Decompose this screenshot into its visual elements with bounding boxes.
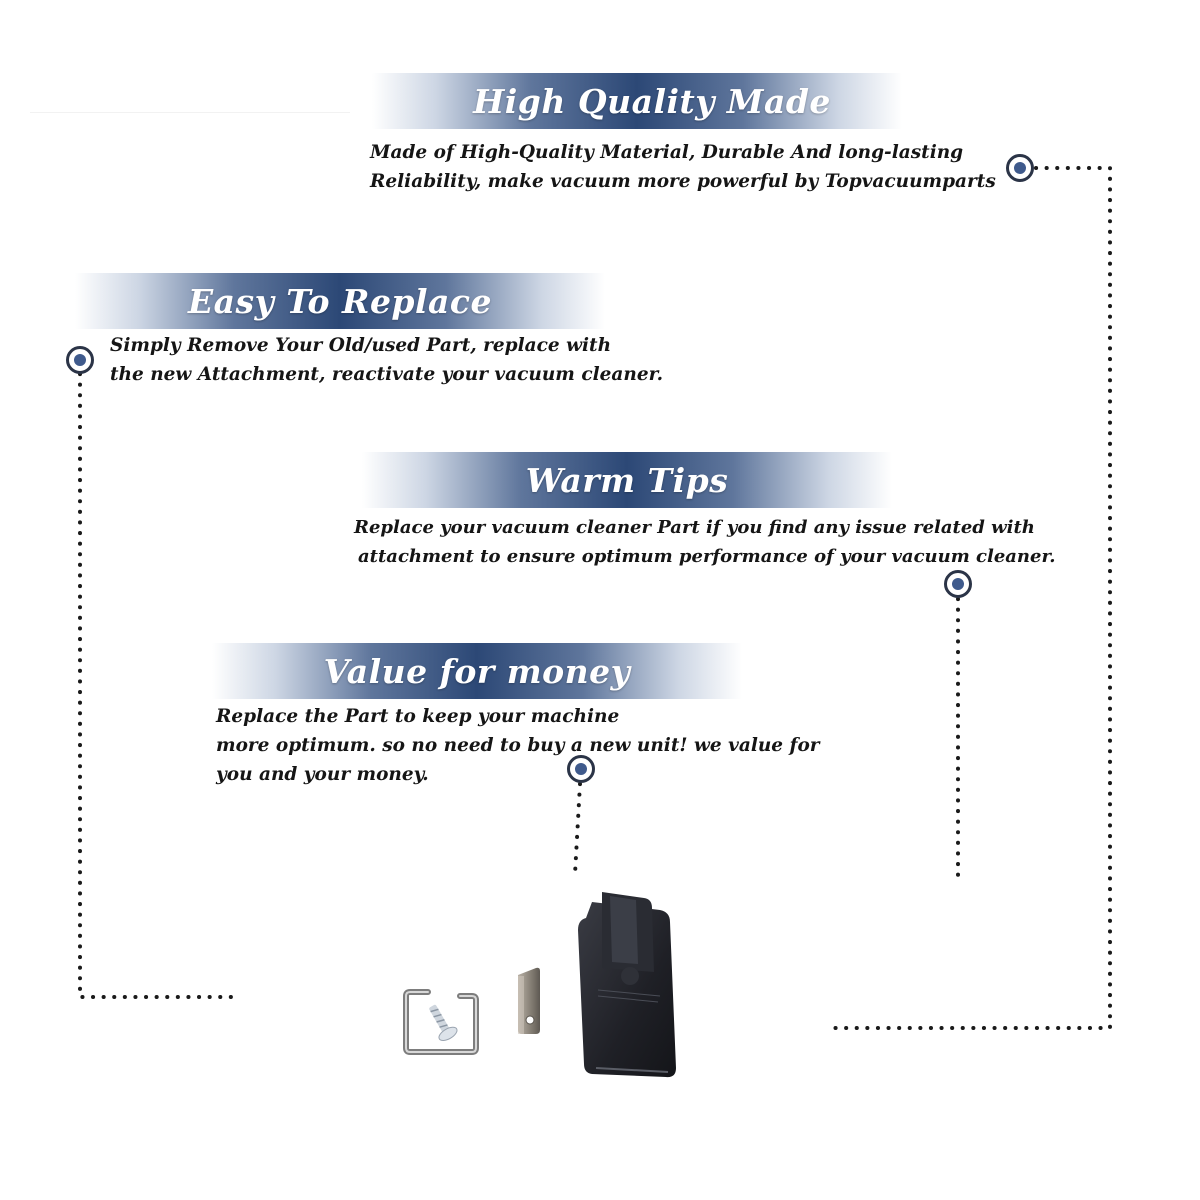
metal-plate-part [518, 967, 540, 1034]
latch-body-part [578, 892, 676, 1078]
value-money-title: Value for money [323, 651, 631, 691]
target-bullet-icon [1006, 154, 1034, 182]
value-money-line-1: Replace the Part to keep your machine [216, 706, 620, 727]
high-quality-line-1: Made of High-Quality Material, Durable A… [370, 142, 964, 163]
wire-loop-part [403, 989, 479, 1055]
target-bullet-icon [944, 570, 972, 598]
value-money-description: Replace the Part to keep your machine mo… [216, 702, 820, 789]
connector-high-quality [828, 166, 1112, 1030]
high-quality-title: High Quality Made [473, 81, 831, 121]
target-bullet-icon [66, 346, 94, 374]
easy-replace-description: Simply Remove Your Old/used Part, replac… [110, 331, 663, 389]
value-money-line-2: more optimum. so no need to buy a new un… [216, 735, 820, 756]
banner-high-quality: High Quality Made [372, 73, 902, 129]
banner-value-money: Value for money [212, 643, 742, 699]
warm-tips-title: Warm Tips [525, 460, 729, 500]
banner-warm-tips: Warm Tips [362, 452, 892, 508]
easy-replace-title: Easy To Replace [187, 281, 493, 321]
value-money-line-3: you and your money. [216, 764, 429, 785]
decorative-divider [30, 112, 350, 113]
high-quality-description: Made of High-Quality Material, Durable A… [370, 138, 996, 196]
screw-part [429, 1004, 458, 1041]
warm-tips-line-1: Replace your vacuum cleaner Part if you … [354, 517, 1035, 538]
easy-replace-line-2: the new Attachment, reactivate your vacu… [110, 364, 664, 385]
target-bullet-icon [567, 755, 595, 783]
banner-easy-replace: Easy To Replace [75, 273, 605, 329]
warm-tips-line-2: attachment to ensure optimum performance… [358, 546, 1056, 567]
high-quality-line-2: Reliability, make vacuum more powerful b… [370, 171, 996, 192]
connector-value-money [573, 782, 582, 876]
warm-tips-description: Replace your vacuum cleaner Part if you … [354, 513, 1056, 571]
easy-replace-line-1: Simply Remove Your Old/used Part, replac… [110, 335, 612, 356]
latch-part-photo [403, 892, 676, 1078]
